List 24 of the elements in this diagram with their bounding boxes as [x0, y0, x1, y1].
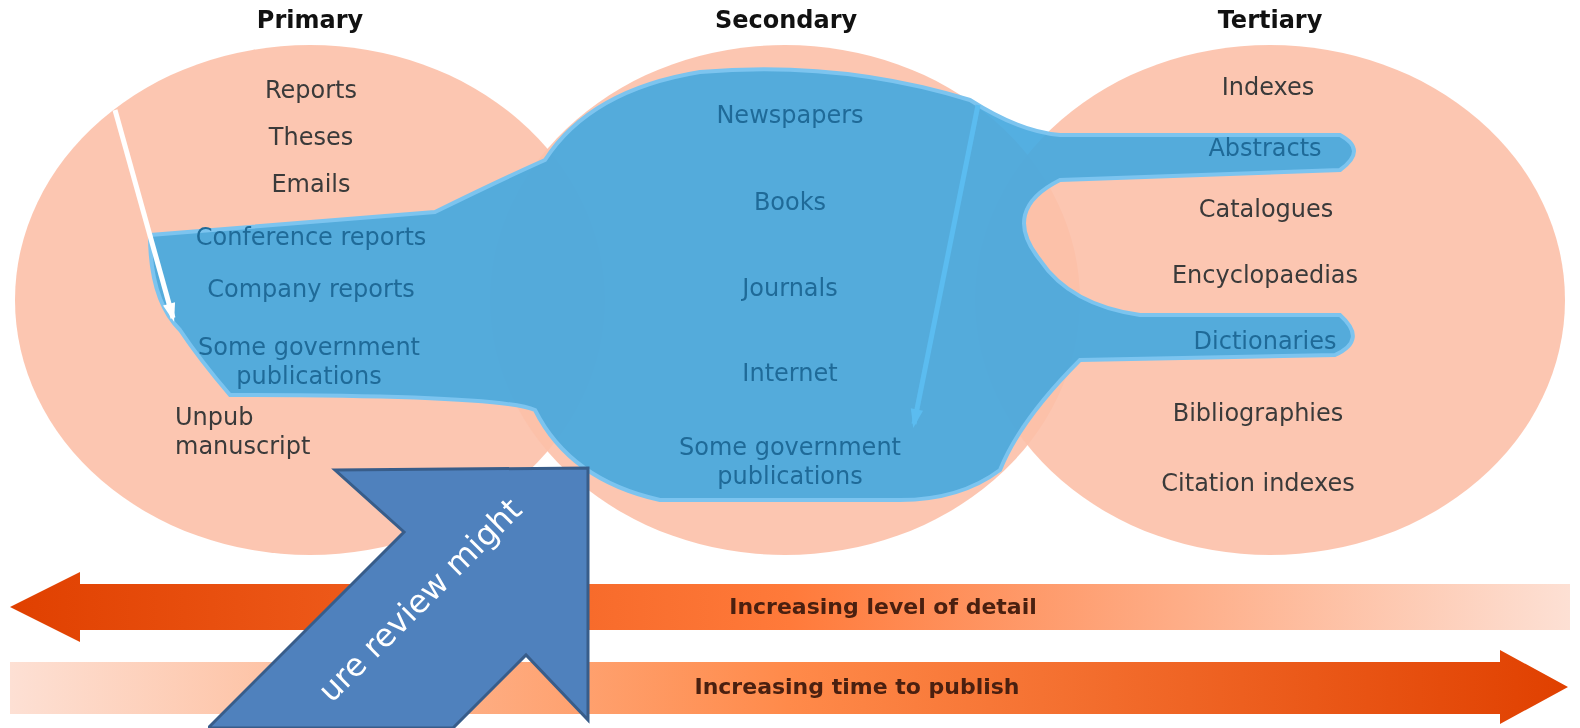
item-label: Theses	[268, 122, 354, 152]
item-label: Conference reports	[195, 222, 427, 252]
item-label: Internet	[742, 358, 838, 388]
column-heading: Primary	[256, 5, 364, 35]
column-heading: Tertiary	[1217, 5, 1323, 35]
item-label: Company reports	[207, 274, 415, 304]
item-label: Unpub manuscript	[175, 403, 312, 461]
item-label: Dictionaries	[1193, 326, 1337, 356]
item-label: Newspapers	[716, 100, 864, 130]
item-label: Journals	[742, 273, 838, 303]
item-label: Bibliographies	[1172, 398, 1344, 428]
band-label: Increasing time to publish	[694, 673, 1020, 701]
item-label: Emails	[271, 169, 351, 199]
item-label: Some government publications	[678, 433, 902, 491]
item-label: Books	[753, 187, 827, 217]
item-label: Reports	[264, 75, 358, 105]
item-label: Citation indexes	[1161, 468, 1355, 498]
item-label: Catalogues	[1198, 194, 1334, 224]
band-label: Increasing level of detail	[729, 593, 1037, 621]
item-label: Some government publications	[197, 333, 421, 391]
item-label: Indexes	[1221, 72, 1315, 102]
item-label: Encyclopaedias	[1171, 260, 1359, 290]
item-label: Abstracts	[1208, 133, 1322, 163]
column-heading: Secondary	[714, 5, 858, 35]
